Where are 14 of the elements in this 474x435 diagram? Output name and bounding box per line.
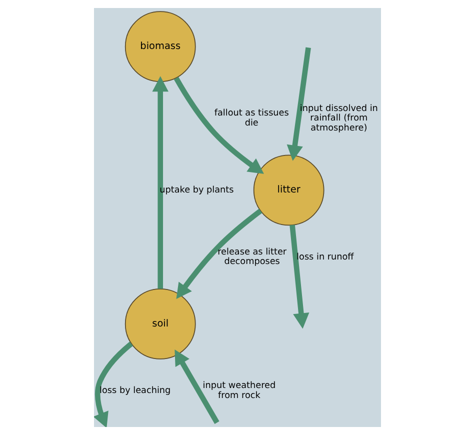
arrow bbox=[286, 47, 310, 161]
arrow bbox=[176, 208, 262, 299]
arrow bbox=[173, 76, 264, 174]
node-circle: biomass bbox=[124, 11, 196, 82]
arrow bbox=[289, 224, 309, 329]
node-circle: soil bbox=[124, 288, 196, 360]
edge-label: loss by leaching bbox=[99, 386, 170, 396]
edge-label: fallout as tissues die bbox=[214, 108, 288, 128]
arrow bbox=[94, 342, 132, 427]
edge-label: input weathered from rock bbox=[202, 381, 276, 401]
arrow bbox=[174, 350, 219, 424]
node-circle: litter bbox=[252, 154, 324, 226]
edge-label: release as litter decomposes bbox=[217, 247, 286, 268]
arrow bbox=[152, 76, 168, 289]
